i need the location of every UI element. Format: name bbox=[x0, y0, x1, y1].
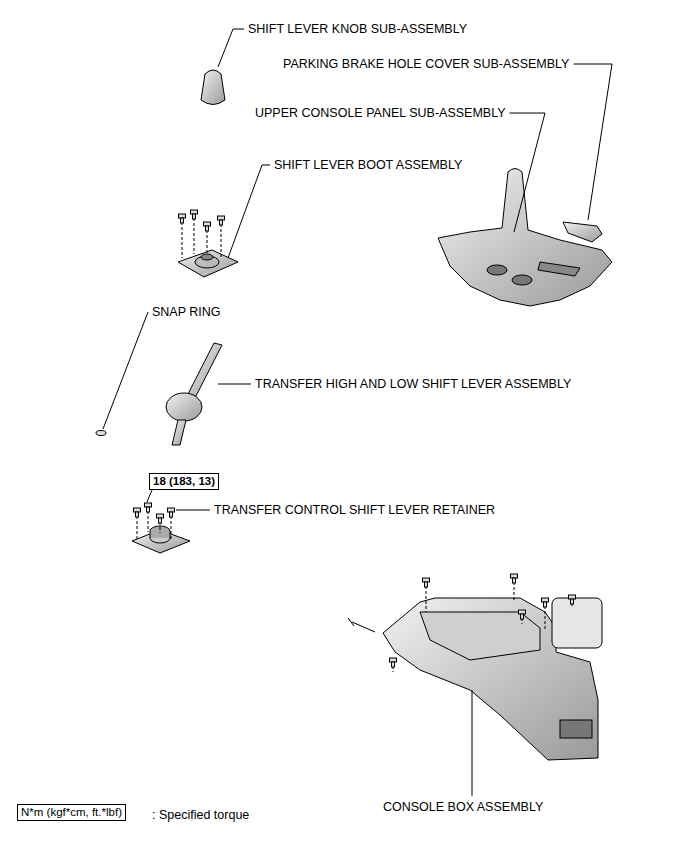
torque-box: 18 (183, 13) bbox=[149, 473, 219, 490]
bolt-axis bbox=[182, 222, 183, 258]
bolt-head bbox=[569, 595, 576, 599]
part-name: SNAP RING bbox=[152, 305, 221, 319]
bolt-shank bbox=[181, 218, 184, 223]
bolt-head bbox=[204, 222, 211, 226]
bolt-shank bbox=[220, 220, 223, 225]
part-name: UPPER CONSOLE PANEL SUB-ASSEMBLY bbox=[255, 106, 506, 120]
bolt-axis bbox=[426, 586, 427, 612]
bolt-head bbox=[191, 210, 198, 214]
bolt-shank bbox=[136, 512, 139, 517]
bolt-axis bbox=[148, 511, 149, 532]
bolt-axis bbox=[221, 224, 222, 258]
bolt-axis bbox=[545, 606, 546, 630]
bolt-head bbox=[179, 214, 186, 218]
bolt-axis bbox=[514, 582, 515, 600]
bolt-shank bbox=[159, 518, 162, 523]
part-name: PARKING BRAKE HOLE COVER SUB-ASSEMBLY bbox=[283, 57, 569, 71]
bolt-head bbox=[390, 658, 397, 662]
bolt-shank bbox=[425, 582, 428, 587]
bolt-shank bbox=[521, 614, 524, 619]
bolt-shank bbox=[571, 599, 574, 604]
part-label: CONSOLE BOX ASSEMBLY bbox=[383, 800, 543, 814]
bolt-shank bbox=[206, 226, 209, 231]
part-name: CONSOLE BOX ASSEMBLY bbox=[383, 800, 543, 814]
bolt-head bbox=[511, 574, 518, 578]
part-label: PARKING BRAKE HOLE COVER SUB-ASSEMBLY bbox=[283, 57, 569, 71]
clip bbox=[348, 618, 375, 632]
torque-unit: N*m (kgf*cm, ft.*lbf) bbox=[21, 806, 122, 818]
armrest bbox=[552, 598, 602, 648]
leader-line bbox=[472, 690, 473, 796]
part-name: TRANSFER HIGH AND LOW SHIFT LEVER ASSEMB… bbox=[255, 377, 571, 391]
leader-line bbox=[510, 113, 545, 232]
bolt-axis bbox=[160, 522, 161, 533]
bolt-head bbox=[168, 508, 175, 512]
part-label: SNAP RING bbox=[152, 305, 221, 319]
part-label: TRANSFER CONTROL SHIFT LEVER RETAINER bbox=[214, 503, 495, 517]
unit-box: N*m (kgf*cm, ft.*lbf) bbox=[17, 804, 126, 821]
shift-lever bbox=[188, 343, 222, 396]
shift-knob bbox=[201, 70, 225, 105]
bolt-shank bbox=[170, 512, 173, 517]
snap-ring bbox=[96, 431, 106, 436]
part-label: : Specified torque bbox=[152, 808, 249, 822]
leader-line bbox=[573, 64, 612, 220]
part-name: TRANSFER CONTROL SHIFT LEVER RETAINER bbox=[214, 503, 495, 517]
part-name: SHIFT LEVER BOOT ASSEMBLY bbox=[274, 158, 462, 172]
leader-line bbox=[176, 510, 210, 511]
part-label: SHIFT LEVER KNOB SUB-ASSEMBLY bbox=[248, 22, 467, 36]
bolt-head bbox=[542, 598, 549, 602]
bolt-axis bbox=[171, 516, 172, 540]
bolt-axis bbox=[207, 230, 208, 254]
bolt-head bbox=[423, 578, 430, 582]
bolt-shank bbox=[513, 578, 516, 583]
leader-line bbox=[218, 384, 251, 385]
part-label: TRANSFER HIGH AND LOW SHIFT LEVER ASSEMB… bbox=[255, 377, 571, 391]
bolt-shank bbox=[392, 662, 395, 667]
leader-line bbox=[228, 165, 270, 258]
lever-boot bbox=[166, 393, 202, 421]
bolt-head bbox=[157, 514, 164, 518]
bolt-axis bbox=[137, 516, 138, 540]
leader-line bbox=[218, 29, 244, 67]
bolt-axis bbox=[194, 218, 195, 254]
leader-line bbox=[103, 312, 148, 429]
part-name: : Specified torque bbox=[152, 808, 249, 822]
bolt-head bbox=[519, 610, 526, 614]
part-name: SHIFT LEVER KNOB SUB-ASSEMBLY bbox=[248, 22, 467, 36]
bolt-shank bbox=[147, 507, 150, 512]
bolt-head bbox=[218, 216, 225, 220]
bolt-shank bbox=[544, 602, 547, 607]
part-label: UPPER CONSOLE PANEL SUB-ASSEMBLY bbox=[255, 106, 506, 120]
parking-brake-cover bbox=[563, 222, 602, 242]
bolt-shank bbox=[193, 214, 196, 219]
torque-value: 18 (183, 13) bbox=[153, 475, 215, 487]
torque-leader bbox=[147, 490, 152, 502]
bolt-head bbox=[145, 503, 152, 507]
part-label: SHIFT LEVER BOOT ASSEMBLY bbox=[274, 158, 462, 172]
bolt-head bbox=[134, 508, 141, 512]
